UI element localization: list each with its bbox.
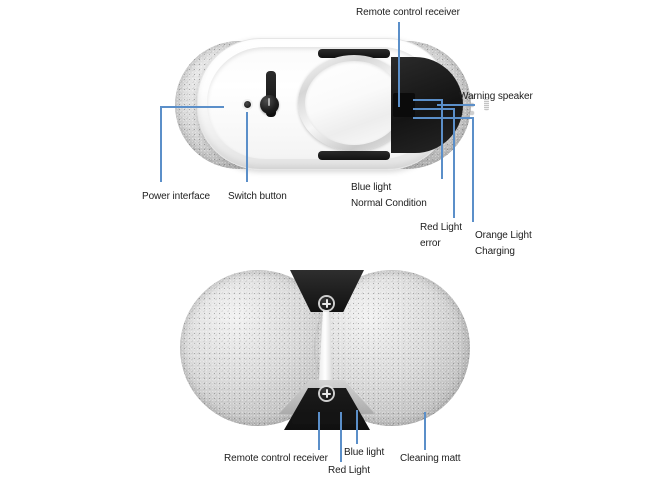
label-switch-button: Switch button (228, 191, 287, 202)
label-orange-light-line1: Orange Light (475, 230, 532, 241)
device-body-shell (197, 38, 489, 170)
leader-line-remote-control-receiver-top (398, 22, 400, 107)
label-red-light-bottom: Red Light (328, 465, 370, 476)
leader-line-orange-light-vertical (472, 117, 474, 222)
screw-bottom-icon (320, 387, 333, 400)
label-power-interface: Power interface (142, 191, 210, 202)
warning-speaker-grill (484, 97, 489, 111)
label-remote-control-receiver-top: Remote control receiver (356, 7, 460, 18)
leader-line-orange-light-horizontal (413, 117, 474, 119)
screw-top-icon (320, 297, 333, 310)
label-blue-light-line2: Normal Condition (351, 198, 427, 209)
label-orange-light-line2: Charging (475, 246, 515, 257)
chassis-bottom-rail (292, 417, 362, 424)
leader-line-warning-speaker (437, 104, 475, 106)
label-warning-speaker: Warning speaker (459, 91, 533, 102)
leader-line-blue-light-horizontal (413, 99, 443, 101)
status-led-blue (470, 95, 474, 99)
leader-line-power-interface-horizontal (160, 106, 224, 108)
switch-button[interactable] (260, 95, 279, 114)
leader-line-blue-light-bottom (356, 410, 358, 444)
center-window-glass (305, 61, 403, 145)
leader-line-power-interface-vertical (160, 106, 162, 182)
remote-control-receiver-window (393, 93, 415, 117)
power-interface-port[interactable] (244, 101, 251, 108)
bumper-strip-left (266, 71, 276, 117)
label-cleaning-matt: Cleaning matt (400, 453, 461, 464)
label-blue-light-line1: Blue light (351, 182, 392, 193)
leader-line-blue-light-vertical (441, 99, 443, 179)
bumper-strip-bottom (318, 151, 390, 160)
status-led-orange (470, 111, 474, 115)
leader-line-red-light-bottom (340, 412, 342, 462)
bottom-view-device-illustration (180, 270, 470, 435)
label-remote-control-receiver-bottom: Remote control receiver (224, 453, 328, 464)
bumper-strip-top (318, 49, 390, 58)
label-blue-light-bottom: Blue light (344, 447, 385, 458)
leader-line-remote-control-receiver-bottom (318, 412, 320, 450)
leader-line-red-light-vertical (453, 108, 455, 218)
leader-line-switch-button (246, 112, 248, 182)
label-red-light-line2: error (420, 238, 441, 249)
label-red-light-line1: Red Light (420, 222, 462, 233)
top-view-device-illustration (175, 33, 489, 175)
leader-line-cleaning-matt (424, 412, 426, 450)
leader-line-red-light-horizontal (413, 108, 455, 110)
